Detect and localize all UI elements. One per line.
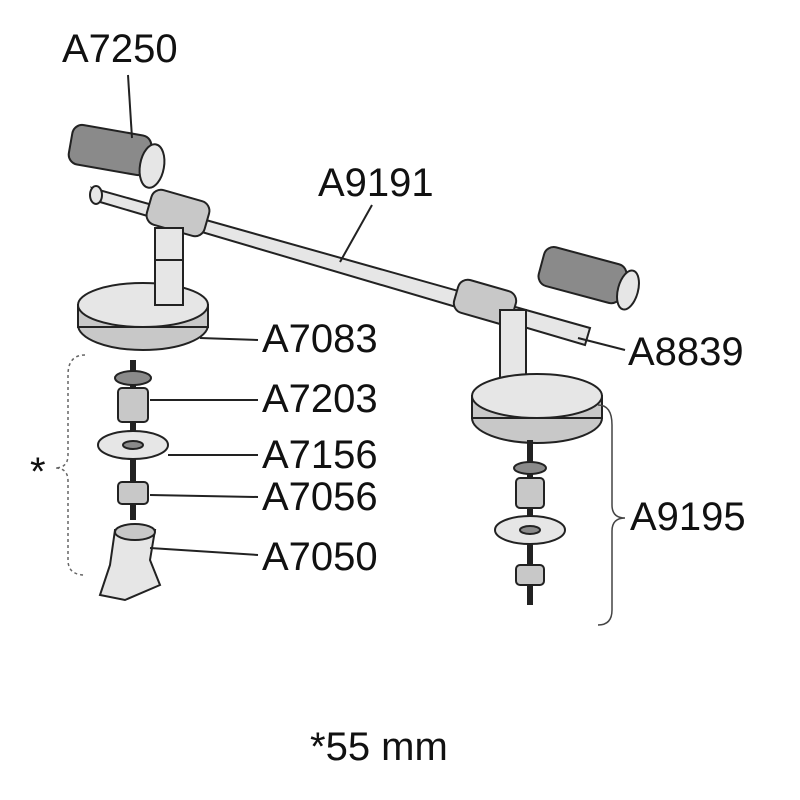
right-hinge <box>471 309 603 605</box>
label-a7203: A7203 <box>262 377 378 421</box>
label-a7156: A7156 <box>262 433 378 477</box>
label-a7056: A7056 <box>262 475 378 519</box>
sleeve-a7250 <box>67 123 166 189</box>
label-a7250: A7250 <box>62 27 178 71</box>
sleeve-right <box>537 246 640 311</box>
label-a9191: A9191 <box>318 161 434 205</box>
leader-lines <box>127 74 626 556</box>
left-hinge <box>77 227 209 351</box>
right-bracket <box>597 404 626 626</box>
label-a8839: A8839 <box>628 330 744 374</box>
left-bracket <box>54 354 86 576</box>
label-a7083: A7083 <box>262 317 378 361</box>
label-asterisk: * <box>30 450 46 494</box>
label-a7050: A7050 <box>262 535 378 579</box>
label-a9195: A9195 <box>630 495 746 539</box>
footnote-size: *55 mm <box>310 725 448 769</box>
left-bolt-stack <box>97 360 169 602</box>
